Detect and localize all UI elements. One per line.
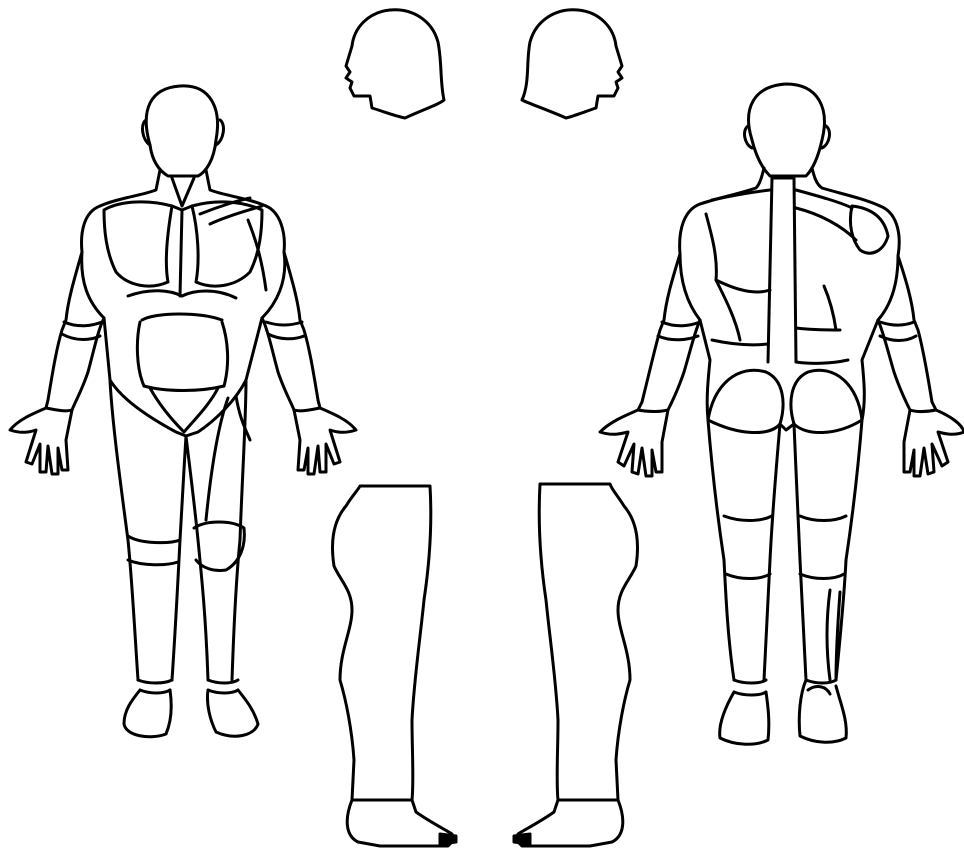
front-head (146, 86, 217, 176)
back-head (749, 84, 825, 176)
head-profile-left[interactable] (346, 10, 444, 118)
back-body[interactable] (600, 84, 964, 744)
front-body[interactable] (10, 86, 356, 737)
leg-left-profile[interactable] (333, 486, 457, 846)
head-profile-right[interactable] (522, 10, 622, 118)
leg-right-profile[interactable] (514, 484, 638, 846)
